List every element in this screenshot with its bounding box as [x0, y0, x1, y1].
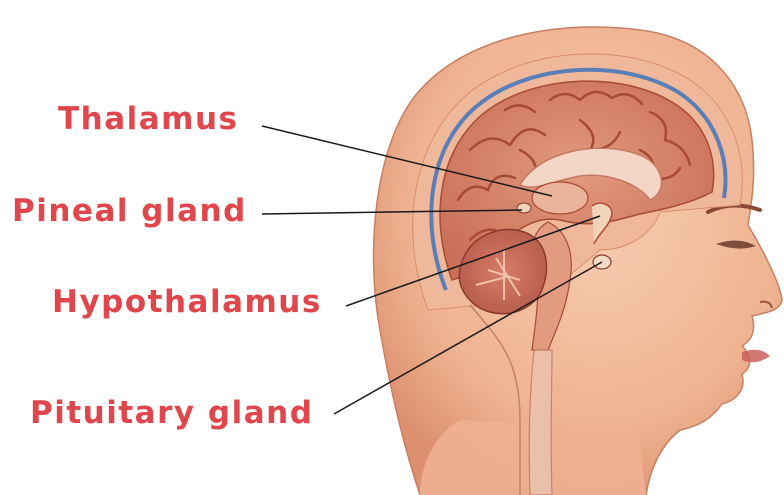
label-pineal-gland: Pineal gland	[12, 196, 247, 227]
label-hypothalamus: Hypothalamus	[52, 287, 322, 318]
spinal-cord	[529, 350, 552, 495]
thalamus-region	[532, 182, 588, 214]
lips	[742, 350, 770, 363]
label-thalamus: Thalamus	[58, 104, 239, 135]
pineal-gland-shape	[517, 203, 531, 213]
label-pituitary-gland: Pituitary gland	[30, 398, 313, 429]
